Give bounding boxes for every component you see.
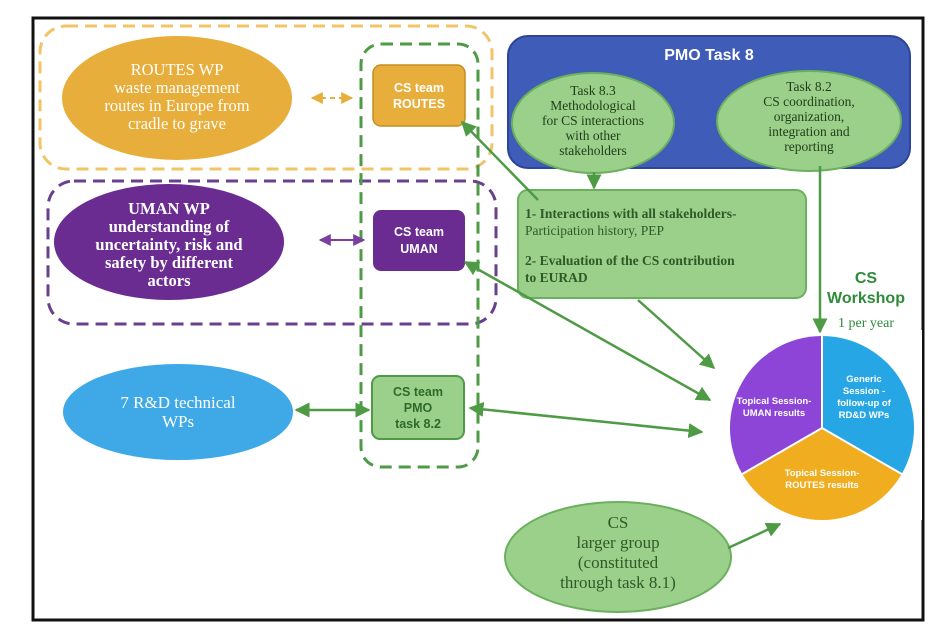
interactions-item-1-line-2: Participation history, PEP	[525, 223, 664, 238]
cs-larger-group-ellipse	[504, 501, 732, 613]
uman-group-outline	[46, 179, 498, 326]
task-8-2-line-2: organization,	[774, 109, 845, 124]
uman-wp-line-2: uncertainty, risk and	[95, 235, 242, 254]
routes-wp-line-1: waste management	[114, 78, 240, 97]
uman-wp-line-4: actors	[147, 271, 191, 290]
workshop-title-line-2: Workshop	[827, 290, 905, 307]
cs-team-pmo-box	[371, 375, 465, 440]
cs-team-uman-line-2: UMAN	[400, 242, 438, 256]
uman-wp-ellipse	[54, 184, 284, 300]
routes-wp-ellipse	[62, 36, 292, 160]
pie-generic-line-2: Session -	[843, 386, 885, 397]
interactions-item-2-line-2: to EURAD	[525, 270, 588, 285]
routes-wp-line-3: cradle to grave	[128, 114, 226, 133]
workshop-title-line-1: CS	[855, 270, 878, 287]
task-8-3-line-4: stakeholders	[559, 143, 626, 158]
pmo-title: PMO Task 8	[664, 47, 754, 64]
task-8-3-line-1: Methodological	[550, 98, 636, 113]
pie-routes-line-2: ROUTES results	[785, 480, 858, 491]
rd-wps-ellipse	[63, 364, 293, 460]
pie-uman-line-2: UMAN results	[743, 408, 805, 419]
task-8-2-line-4: reporting	[784, 139, 834, 154]
cs-team-pmo-line-1: CS team	[393, 385, 443, 399]
pie-uman-line-1: Topical Session-	[737, 396, 812, 407]
task-8-2-line-3: integration and	[768, 124, 850, 139]
cs-team-routes-line-2: ROUTES	[393, 97, 445, 111]
pie-divider-2	[821, 427, 903, 475]
cs-team-pmo-line-2: PMO	[404, 401, 433, 415]
task-8-3-title: Task 8.3	[570, 83, 616, 98]
routes-wp-line-2: routes in Europe from	[104, 96, 249, 115]
outer-frame	[31, 16, 925, 622]
task-8-3-line-3: with other	[565, 128, 621, 143]
task-8-2-ellipse	[716, 70, 902, 172]
task-8-2-title: Task 8.2	[786, 79, 832, 94]
uman-wp-line-1: understanding of	[109, 217, 230, 236]
rd-wps-line-2: WPs	[162, 412, 194, 431]
cs-group-line-1: CS	[608, 513, 629, 532]
cs-team-routes-box	[372, 64, 466, 127]
pie-slice-generic	[822, 336, 915, 474]
uman-wp-title: UMAN WP	[128, 199, 210, 218]
workshop-pie	[729, 336, 915, 521]
cs-group-line-4: through task 8.1)	[560, 573, 676, 592]
cs-team-pmo-line-3: task 8.2	[395, 417, 441, 431]
uman-wp-line-3: safety by different	[105, 253, 234, 272]
pie-divider-3	[741, 427, 823, 475]
routes-group-outline	[38, 24, 494, 171]
cs-team-uman-line-1: CS team	[394, 225, 444, 239]
task-8-2-line-1: CS coordination,	[763, 94, 855, 109]
interactions-item-1-line-1: 1- Interactions with all stakeholders-	[525, 206, 737, 221]
pie-routes-line-1: Topical Session-	[785, 468, 860, 479]
cs-teams-column-outline	[359, 42, 480, 469]
arrow-interactions-to-workshop	[637, 299, 716, 370]
workshop-frequency: 1 per year	[838, 316, 894, 331]
interactions-item-2-line-1: 2- Evaluation of the CS contribution	[525, 253, 735, 268]
cs-team-uman-box	[373, 210, 465, 271]
arrow-cs-group-to-workshop	[727, 522, 782, 550]
cs-group-line-3: (constituted	[578, 553, 659, 572]
cs-group-line-2: larger group	[576, 533, 659, 552]
arrow-cs-team-pmo-to-workshop	[468, 401, 704, 439]
arrow-interactions-to-cs-team-routes	[460, 120, 539, 201]
arrow-cs-team-uman-to-workshop	[463, 260, 712, 402]
pie-slice-uman	[729, 336, 822, 474]
rd-wps-line-1: 7 R&D technical	[120, 393, 235, 412]
routes-wp-title: ROUTES WP	[131, 60, 224, 79]
task-8-3-line-2: for CS interactions	[542, 113, 644, 128]
pie-generic-line-4: RD&D WPs	[839, 410, 890, 421]
cs-team-routes-line-1: CS team	[394, 81, 444, 95]
pie-generic-line-1: Generic	[846, 374, 881, 385]
pie-generic-line-3: follow-up of	[837, 398, 892, 409]
